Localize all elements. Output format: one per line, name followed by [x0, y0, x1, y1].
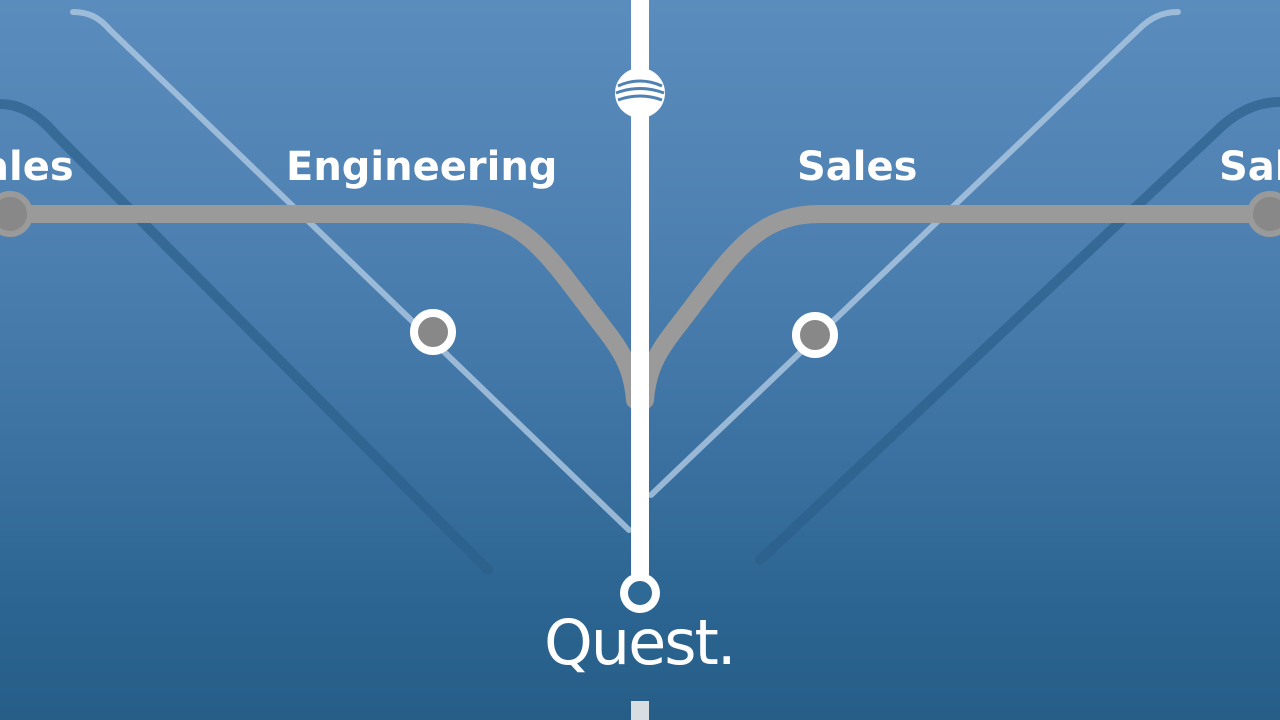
- station-stop-icon: [1247, 191, 1280, 237]
- main-line-bottom-segment: [631, 701, 649, 720]
- route-light-left: [70, 9, 632, 533]
- station-stop-icon: [792, 312, 838, 358]
- background-routes: [0, 9, 1280, 575]
- route-gray-left: [1, 205, 644, 409]
- route-label-sales-left: ales: [0, 144, 74, 190]
- gray-routes: [1, 205, 1279, 409]
- station-stop-icon: [0, 191, 33, 237]
- brand-logo-text: Quest.: [544, 606, 737, 679]
- station-stops: [0, 191, 1280, 358]
- route-label-sales-right: Sal: [1219, 144, 1280, 190]
- route-dark-right: [755, 97, 1280, 565]
- route-light-right: [648, 9, 1181, 498]
- route-gray-right: [636, 205, 1279, 409]
- route-dark-left: [0, 99, 493, 575]
- route-label-sales: Sales: [797, 144, 918, 190]
- hub-station-icon: [615, 68, 665, 118]
- station-stop-icon: [410, 309, 456, 355]
- terminal-station-icon: [620, 573, 660, 613]
- route-label-engineering: Engineering: [286, 144, 558, 190]
